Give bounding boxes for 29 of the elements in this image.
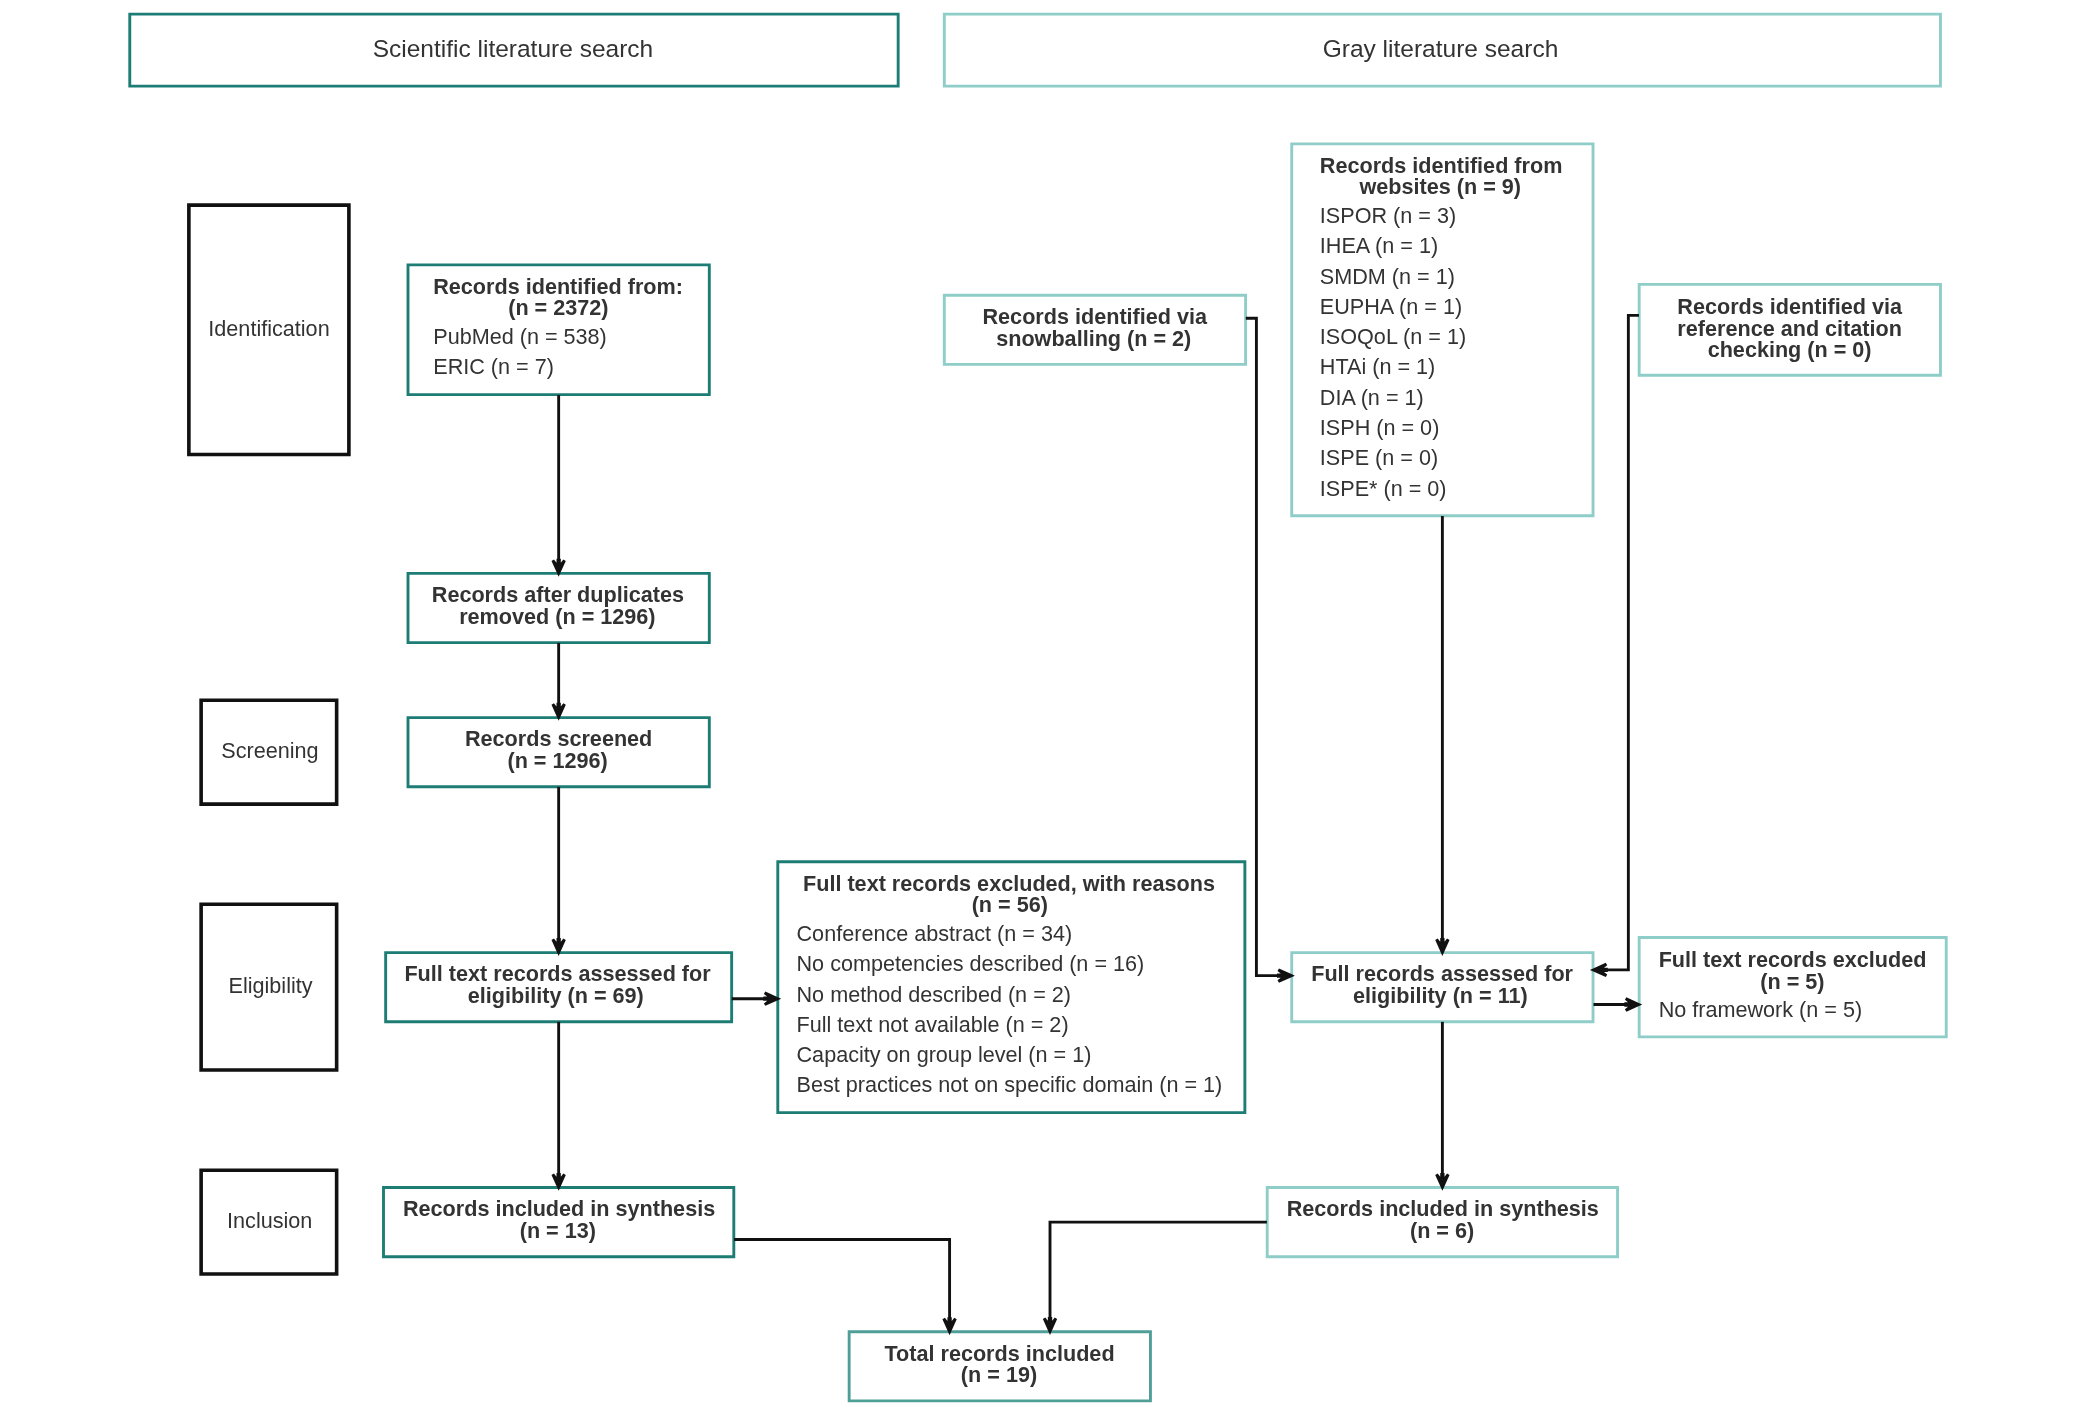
- node-box: Records identified via snowballing (n = 2): [942, 293, 1247, 366]
- arrow: [731, 991, 779, 1006]
- node-box: Screening: [198, 698, 338, 806]
- node-box: Inclusion: [198, 1168, 338, 1276]
- node-box: Scientific literature search: [127, 12, 900, 88]
- arrow: [1434, 516, 1450, 954]
- arrow: [1434, 1021, 1450, 1189]
- node-box: Records included in synthesis (n = 6): [1265, 1186, 1619, 1259]
- arrow: [1042, 1220, 1267, 1333]
- node-box: Full text records excluded (n = 5) No framework (n = 5): [1637, 936, 1948, 1039]
- arrow: [1593, 997, 1640, 1012]
- node-box: Full text records assessed for eligibility (n = 69): [383, 951, 733, 1024]
- node-box: Records identified from websites (n = 9) ISPOR (n = 3) IHEA (n = 1) SMDM (n = 1) EUPHA (n = 1) ISOQoL (n = 1) HTAi (n = 1) DIA (n = 1) ISPH (n = 0) ISPE (n = 0) ISPE* (n = 0): [1289, 142, 1594, 518]
- node-box: Records identified via reference and citation checking (n = 0): [1637, 282, 1942, 377]
- node-box: Records included in synthesis (n = 13): [381, 1186, 735, 1259]
- node-box: Records after duplicates removed (n = 1296): [406, 572, 711, 645]
- node-box: Identification: [186, 203, 351, 457]
- arrow: [733, 1238, 957, 1334]
- node-box: Total records included (n = 19): [847, 1330, 1152, 1403]
- arrow: [550, 1021, 566, 1189]
- arrow: [550, 395, 566, 575]
- node-box: Records identified from: (n = 2372) PubMed (n = 538) ERIC (n = 7): [406, 263, 711, 397]
- node-box: Full records assessed for eligibility (n = 11): [1289, 951, 1594, 1024]
- node-box: Full text records excluded, with reasons (n = 56) Conference abstract (n = 34) No competencies described (n = 16) No method described (n = 2) Full text not available (n = 2) Capacity on group level (n = 1) Best practices not on specific domain (n = 1): [775, 860, 1246, 1115]
- arrow: [550, 642, 566, 719]
- node-box: Gray literature search: [942, 12, 1942, 88]
- arrow: [550, 786, 566, 954]
- node-box: Eligibility: [198, 902, 338, 1072]
- node-box: Records screened (n = 1296): [406, 716, 711, 789]
